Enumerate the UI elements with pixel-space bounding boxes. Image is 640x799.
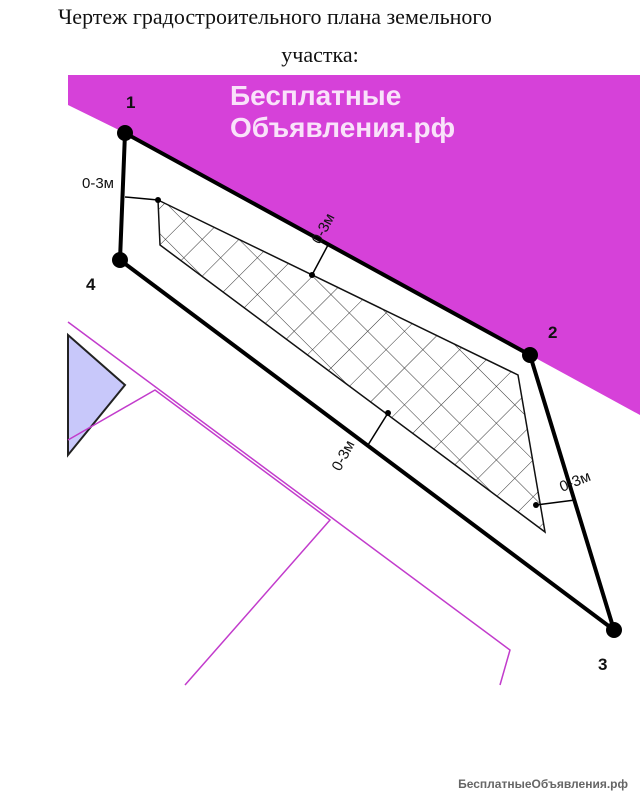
parcel-boundaries bbox=[67, 321, 511, 686]
point-label-3: 3 bbox=[598, 655, 607, 674]
setback-markers bbox=[124, 196, 576, 506]
buildable-area bbox=[157, 198, 547, 534]
vertex-4 bbox=[112, 252, 128, 268]
footer-watermark: БесплатныеОбъявления.рф bbox=[458, 777, 628, 791]
point-label-2: 2 bbox=[548, 323, 557, 342]
setback-label: 0-3м bbox=[557, 468, 593, 496]
vertex-1 bbox=[117, 125, 133, 141]
title-line-2: участка: bbox=[281, 42, 359, 67]
point-label-1: 1 bbox=[126, 93, 135, 112]
title-line-1: Чертеж градостроительного плана земельно… bbox=[58, 4, 492, 29]
vertex-2 bbox=[522, 347, 538, 363]
adjacent-zone-magenta bbox=[68, 75, 640, 415]
setback-label: 0-3м bbox=[82, 175, 114, 192]
watermark-logo: Бесплатные Объявления.рф bbox=[230, 80, 456, 143]
point-label-4: 4 bbox=[86, 275, 96, 294]
vertex-3 bbox=[606, 622, 622, 638]
setback-label: 0-3м bbox=[329, 438, 359, 474]
neighbor-parcel bbox=[67, 332, 127, 458]
